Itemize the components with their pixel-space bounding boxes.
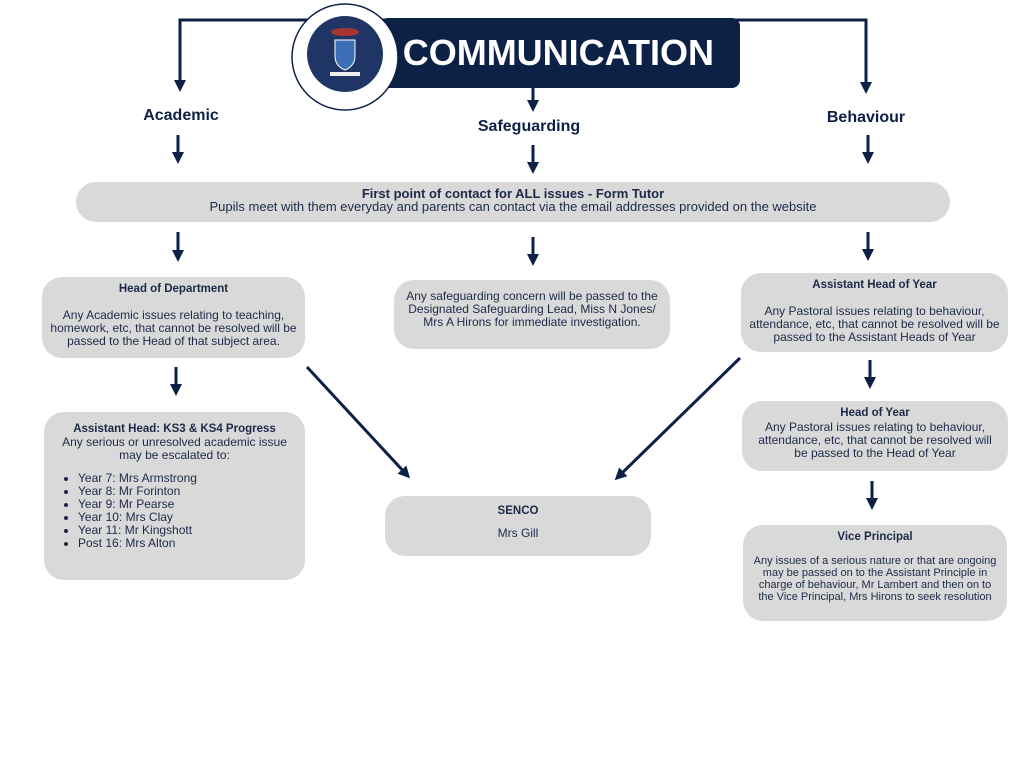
head-of-year-text: Any Pastoral issues relating to behaviou… xyxy=(758,420,992,460)
column-label-behaviour: Behaviour xyxy=(826,109,906,126)
list-item: Year 10: Mrs Clay xyxy=(78,511,297,524)
form-tutor-box: First point of contact for ALL issues - … xyxy=(76,182,950,222)
head-of-department-heading: Head of Department xyxy=(118,283,229,295)
senco-box: SENCO Mrs Gill xyxy=(385,496,651,556)
head-of-year-heading: Head of Year xyxy=(840,407,910,419)
safeguarding-box: Any safeguarding concern will be passed … xyxy=(394,280,670,349)
school-crest-logo xyxy=(291,3,399,111)
list-item: Year 9: Mr Pearse xyxy=(78,498,297,511)
vice-principal-heading: Vice Principal xyxy=(837,531,913,543)
list-item: Year 11: Mr Kingshott xyxy=(78,524,297,537)
assistant-head-heading: Assistant Head: KS3 & KS4 Progress xyxy=(73,423,276,435)
senco-heading: SENCO xyxy=(497,505,539,517)
vice-principal-text: Any issues of a serious nature or that a… xyxy=(753,555,997,603)
column-label-safeguarding: Safeguarding xyxy=(477,118,581,135)
year-contacts-list: Year 7: Mrs Armstrong Year 8: Mr Forinto… xyxy=(52,472,297,550)
list-item: Year 8: Mr Forinton xyxy=(78,485,297,498)
assistant-head-box: Assistant Head: KS3 & KS4 Progress Any s… xyxy=(44,412,305,580)
page-title: COMMUNICATION xyxy=(402,32,714,73)
head-of-department-text: Any Academic issues relating to teaching… xyxy=(50,308,297,348)
senco-text: Mrs Gill xyxy=(497,526,539,540)
form-tutor-text: Pupils meet with them everyday and paren… xyxy=(209,199,817,214)
assistant-head-text: Any serious or unresolved academic issue… xyxy=(62,435,287,462)
safeguarding-text: Any safeguarding concern will be passed … xyxy=(406,289,658,329)
assistant-head-of-year-box: Assistant Head of Year Any Pastoral issu… xyxy=(741,273,1008,352)
assistant-head-of-year-text: Any Pastoral issues relating to behaviou… xyxy=(749,304,1000,344)
title-banner: COMMUNICATION xyxy=(380,18,740,88)
list-item: Post 16: Mrs Alton xyxy=(78,537,297,550)
head-of-year-box: Head of Year Any Pastoral issues relatin… xyxy=(742,401,1008,471)
assistant-head-of-year-heading: Assistant Head of Year xyxy=(812,279,937,291)
list-item: Year 7: Mrs Armstrong xyxy=(78,472,297,485)
head-of-department-box: Head of Department Any Academic issues r… xyxy=(42,277,305,358)
form-tutor-heading: First point of contact for ALL issues - … xyxy=(361,186,665,201)
column-label-academic: Academic xyxy=(143,107,219,124)
vice-principal-box: Vice Principal Any issues of a serious n… xyxy=(743,525,1007,621)
